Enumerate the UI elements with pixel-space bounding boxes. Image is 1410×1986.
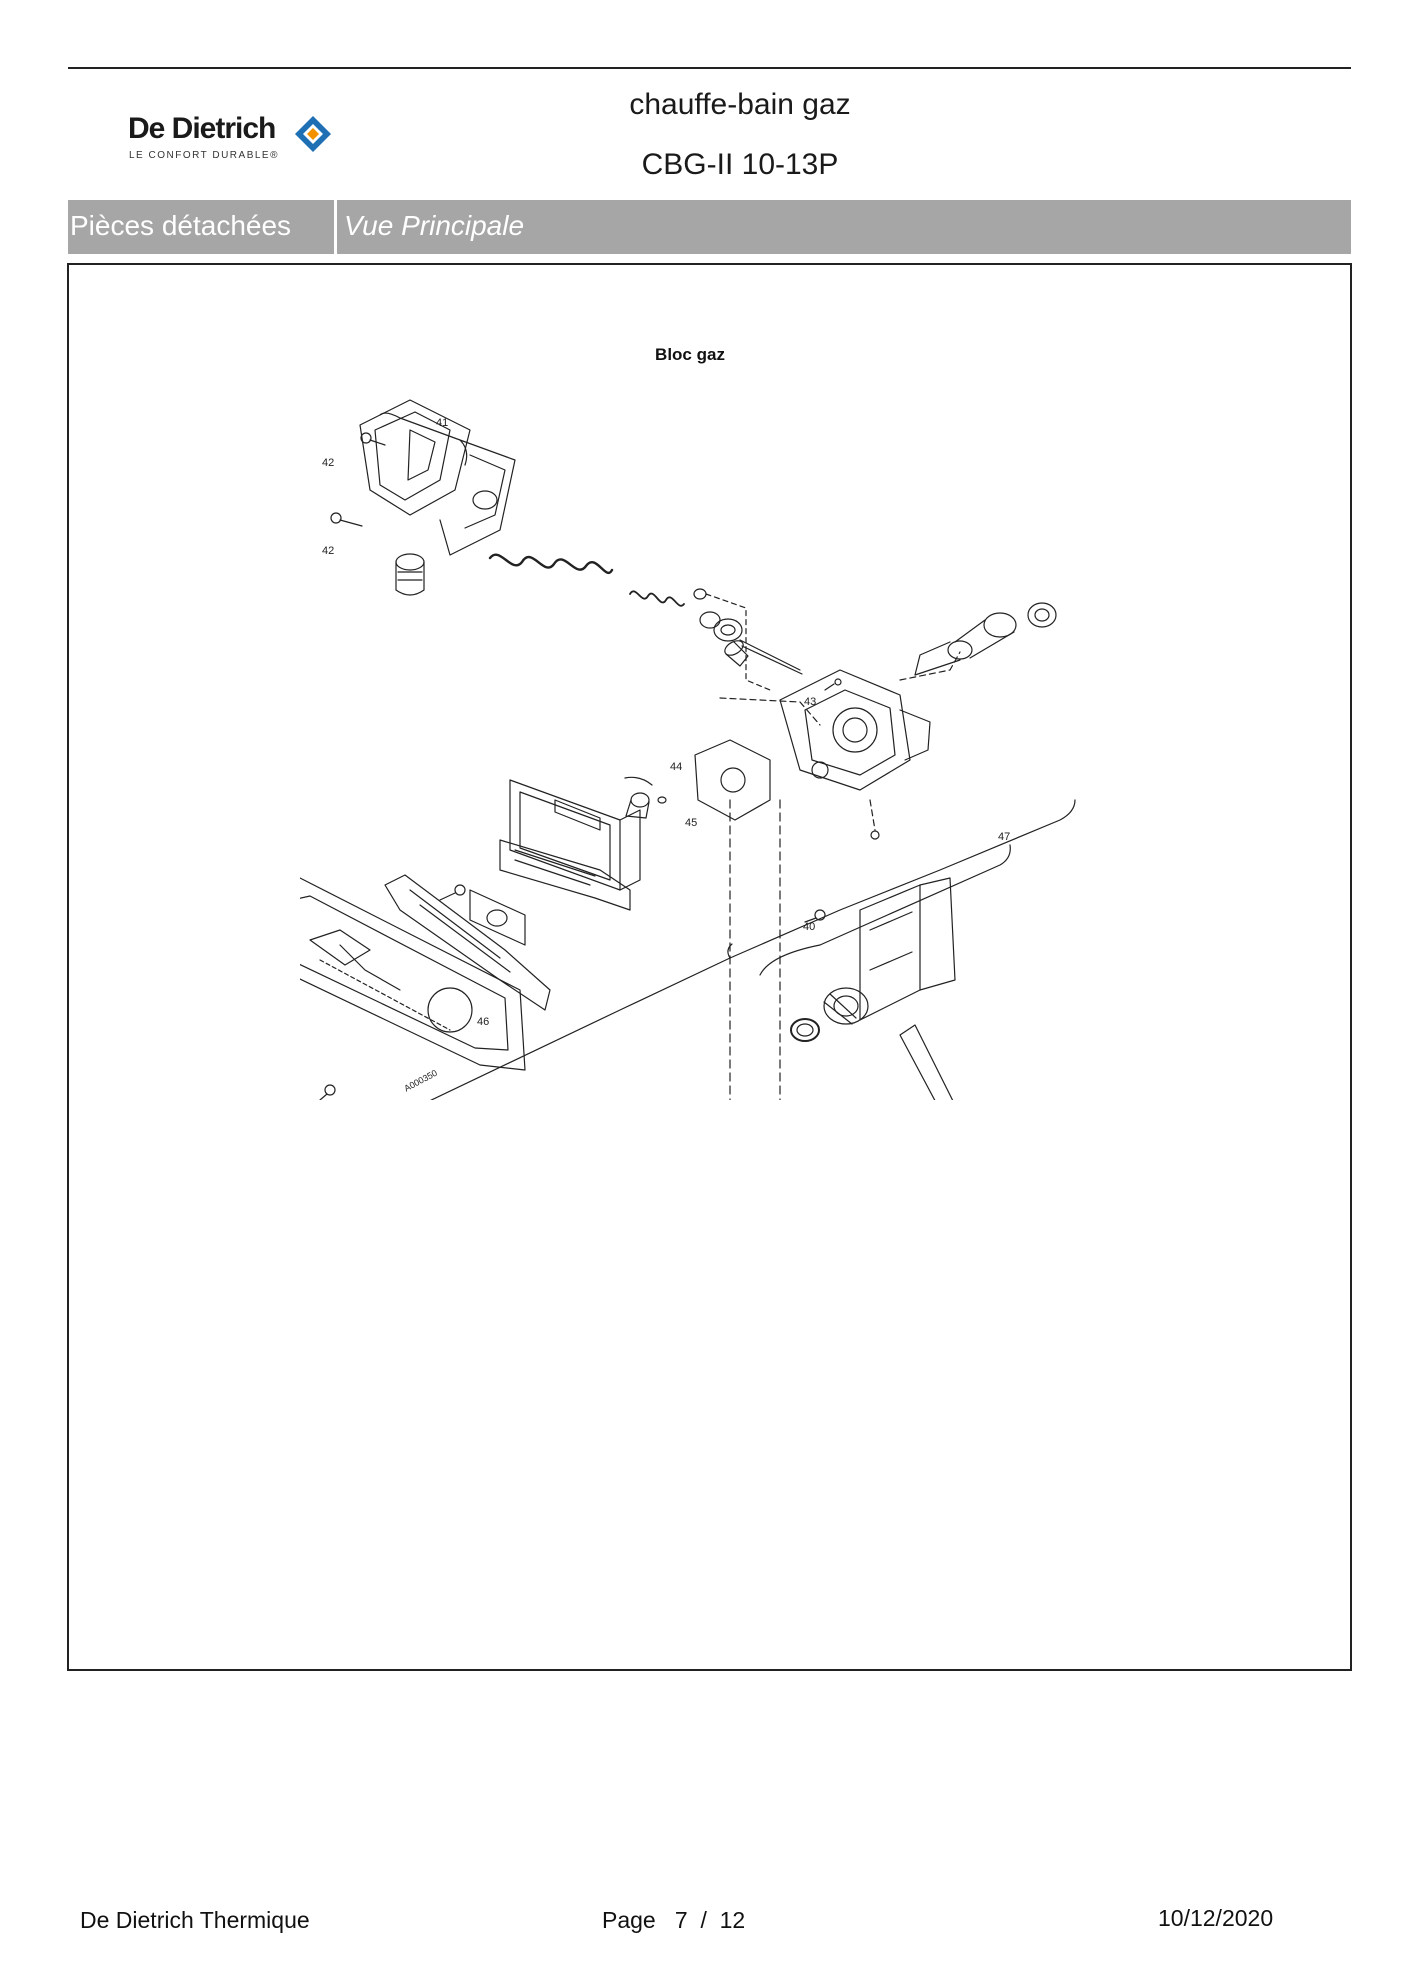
label-41: 41 bbox=[436, 417, 448, 429]
large-spring bbox=[488, 553, 614, 574]
gasket-plate bbox=[694, 739, 771, 821]
section-bar: Pièces détachées Vue Principale bbox=[68, 200, 1351, 254]
gas-valve-body bbox=[779, 669, 931, 791]
mounting-plate bbox=[509, 779, 641, 891]
footer-date: 10/12/2020 bbox=[1158, 1905, 1274, 1931]
page-current: 7 bbox=[674, 1907, 688, 1933]
brand-tagline: LE CONFORT DURABLE® bbox=[129, 150, 279, 161]
diagram-frame bbox=[67, 263, 1352, 1671]
label-40: 40 bbox=[803, 921, 815, 933]
small-spring bbox=[629, 590, 685, 607]
top-cap-screw bbox=[693, 588, 771, 691]
brand-diamond-icon bbox=[295, 116, 331, 152]
part-46-front-panel bbox=[300, 877, 526, 1100]
exploded-view-drawing: 41 42 42 43 44 45 40 47 46 A000350 bbox=[300, 399, 1076, 1100]
part-41-bracket bbox=[359, 399, 516, 556]
part-47-water-section bbox=[729, 799, 1011, 1100]
view-label: Vue Principale bbox=[344, 210, 525, 241]
page-separator: / bbox=[700, 1907, 707, 1933]
footer-company: De Dietrich Thermique bbox=[80, 1907, 310, 1933]
water-inlet-cone bbox=[914, 602, 1057, 676]
label-42b: 42 bbox=[322, 545, 334, 557]
label-46: 46 bbox=[477, 1016, 489, 1028]
top-rule bbox=[68, 67, 1351, 69]
section-label: Pièces détachées bbox=[70, 210, 292, 241]
drawing-code: A000350 bbox=[402, 1068, 439, 1094]
solenoid-plug bbox=[724, 640, 749, 667]
valve-insert bbox=[395, 553, 425, 596]
label-47: 47 bbox=[998, 831, 1010, 843]
part-43-washer bbox=[824, 678, 842, 691]
label-43: 43 bbox=[804, 696, 816, 708]
brand-logo: De Dietrich LE CONFORT DURABLE® bbox=[128, 108, 348, 168]
diaphragm-stem bbox=[699, 611, 803, 675]
document-model: CBG-II 10-13P bbox=[641, 148, 839, 181]
diagram-title: Bloc gaz bbox=[655, 345, 725, 364]
page-label: Page bbox=[602, 1907, 656, 1933]
connector-dashes bbox=[719, 651, 961, 840]
lower-bracket bbox=[499, 839, 631, 911]
part-42-screws bbox=[330, 432, 386, 527]
page-total: 12 bbox=[719, 1907, 746, 1933]
section-bar-divider bbox=[334, 200, 337, 254]
flame-window-plate bbox=[439, 884, 526, 946]
document-title: chauffe-bain gaz bbox=[629, 88, 851, 121]
label-45: 45 bbox=[685, 817, 697, 829]
label-42a: 42 bbox=[322, 457, 334, 469]
part-40-leader bbox=[430, 799, 1076, 1100]
label-44: 44 bbox=[670, 761, 682, 773]
brand-name: De Dietrich bbox=[128, 112, 276, 145]
footer-pagination: Page 7 / 12 bbox=[602, 1907, 745, 1934]
part-44-45-nozzle bbox=[624, 776, 667, 819]
control-lever bbox=[384, 874, 551, 1011]
